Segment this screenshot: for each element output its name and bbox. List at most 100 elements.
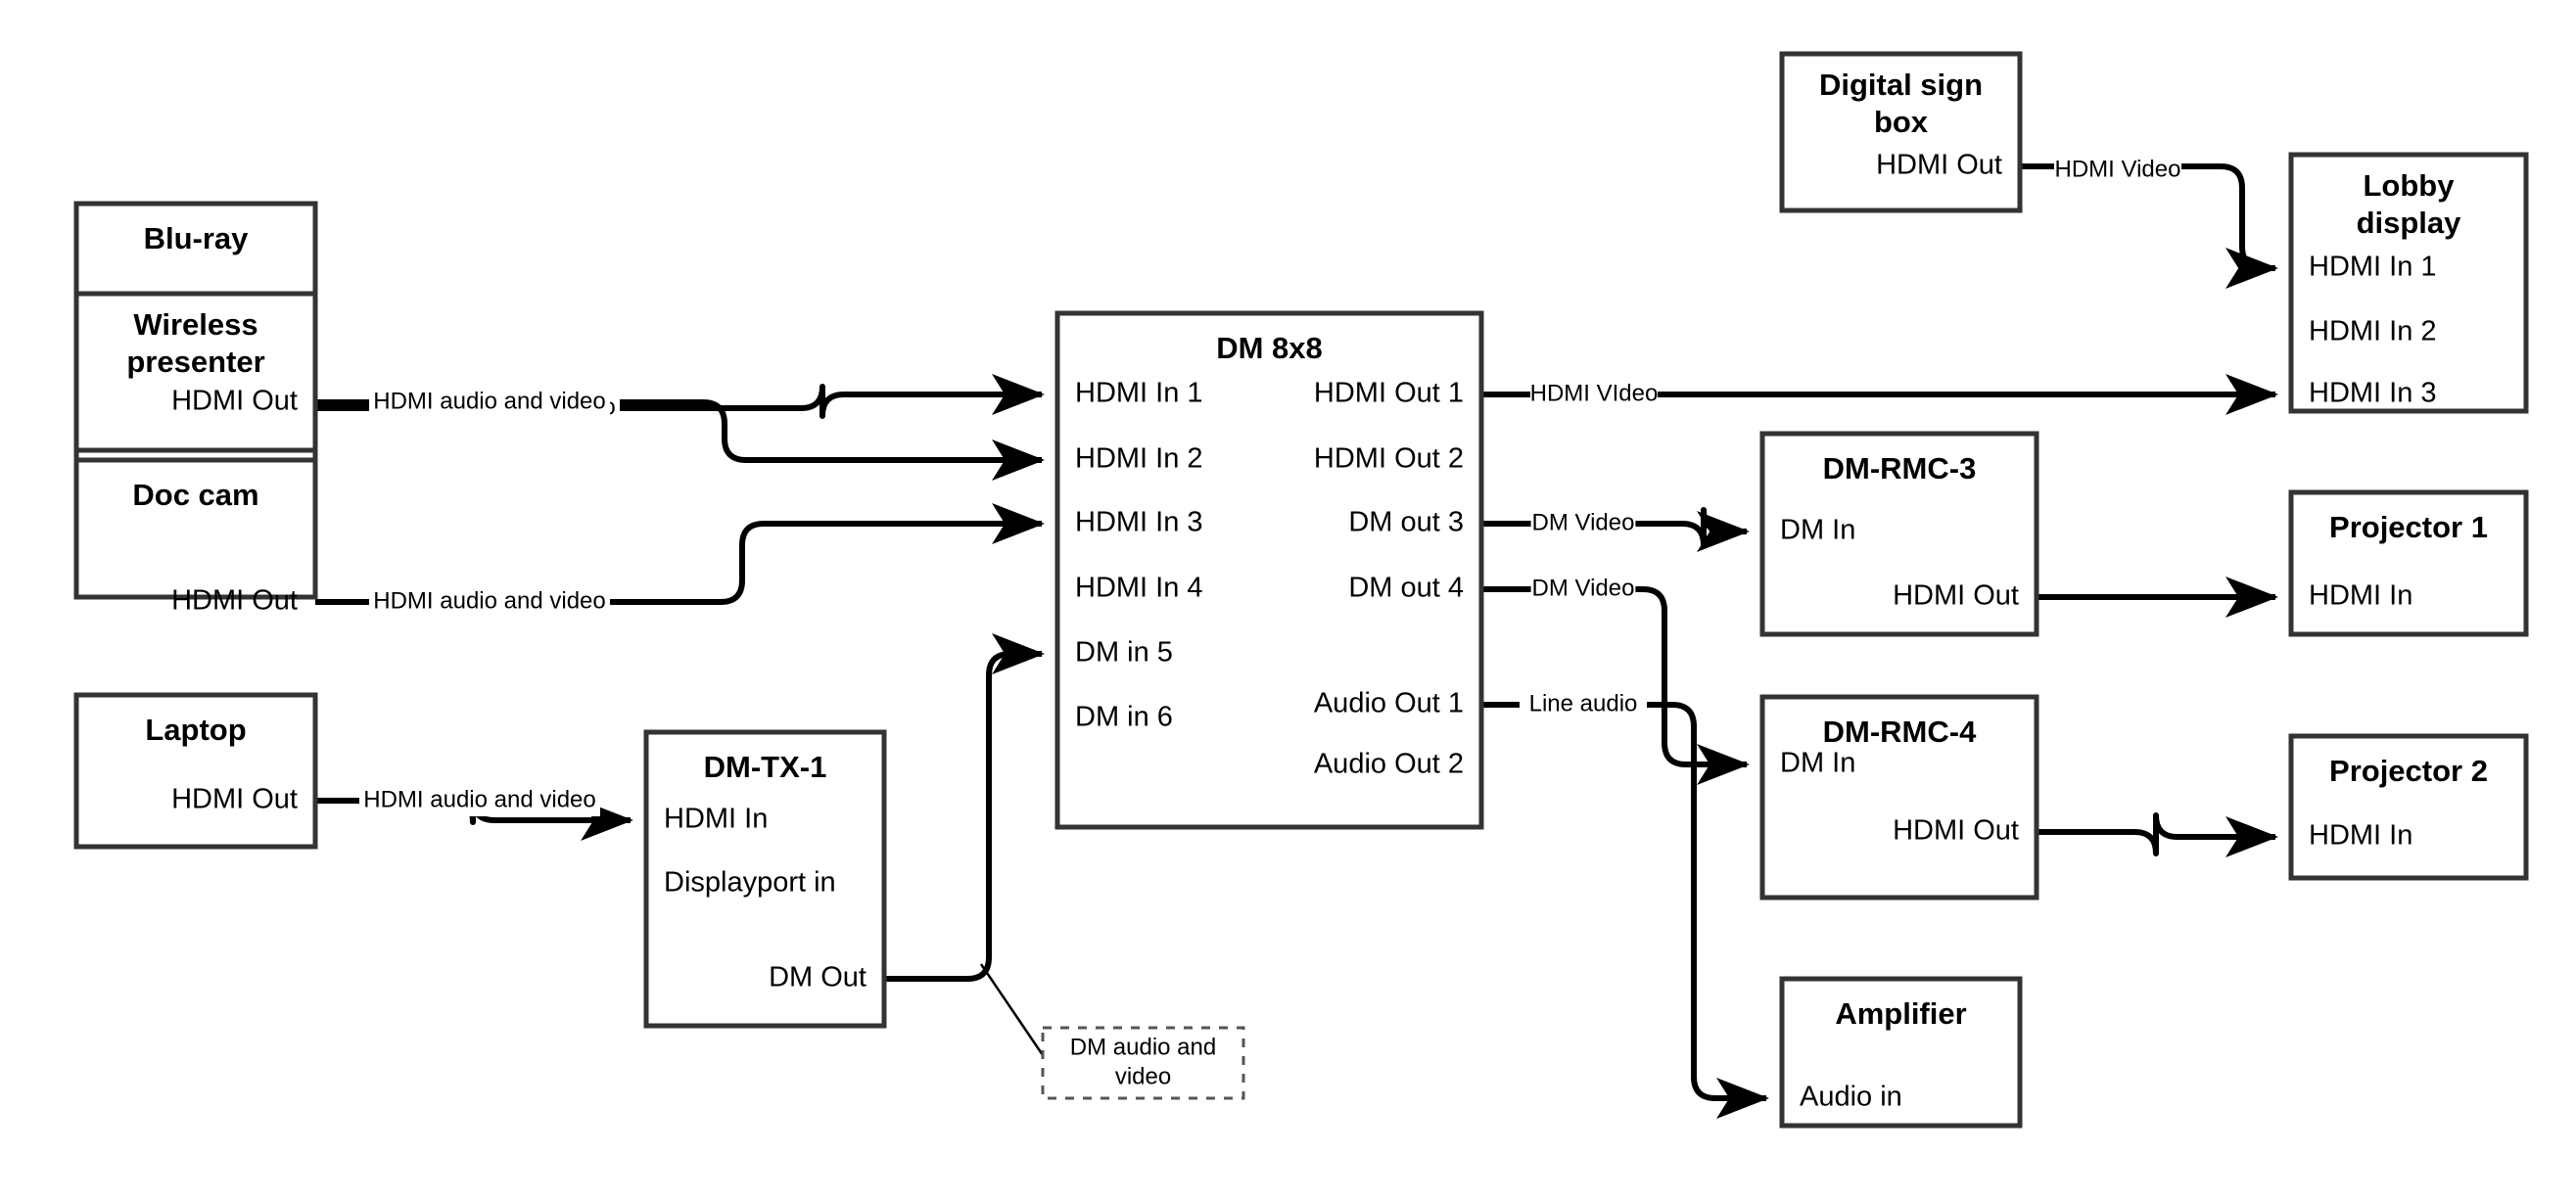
node-title-wireless-presenter: Wireless [133, 307, 258, 342]
node-dm-rmc-3[interactable]: DM-RMC-3 DM In HDMI Out [1759, 431, 2039, 637]
port-label-dm-8x8-dm-in-6: DM in 6 [1075, 702, 1173, 733]
node-box-dm-8x8[interactable] [1054, 310, 1484, 830]
port-label-dm-8x8-hdmi-out-2: HDMI Out 2 [1314, 443, 1464, 475]
edge-dm-8x8-to-dm-rmc-4 [1481, 586, 1750, 785]
edge-dm-rmc-4-to-projector-2 [2037, 812, 2278, 857]
port-label-dm-tx-1-hdmi-in: HDMI In [664, 804, 768, 835]
node-box-doc-cam[interactable] [73, 457, 318, 600]
port-label-wireless-presenter-hdmi-out: HDMI Out [171, 386, 298, 417]
edge-label-text-laptop-to-dm-tx-1: HDMI audio and video [363, 786, 595, 812]
node-projector-1[interactable]: Projector 1 HDMI In [2288, 489, 2529, 637]
edge-label-text-dm-8x8-to-dm-rmc-4: DM Video [1532, 575, 1635, 601]
edge-label-text-digital-sign-box-to-lobby-display: HDMI Video [2055, 156, 2181, 182]
node-title-doc-cam: Doc cam [132, 478, 258, 512]
edge-label-backdrop [1530, 379, 1658, 410]
callout-text-dm-audio-and-video-callout: video [1115, 1063, 1171, 1089]
node-title-projector-1: Projector 1 [2329, 510, 2488, 544]
edge-label-text-doc-cam-to-dm-8x8: HDMI audio and video [373, 587, 605, 614]
edge-label-text-dm-8x8-to-dm-rmc-3: DM Video [1532, 509, 1635, 535]
port-label-dm-8x8-hdmi-in-4: HDMI In 4 [1075, 573, 1203, 604]
edge-label-laptop-to-dm-tx-1: HDMI audio and video [359, 785, 600, 816]
callout-leader-line [979, 963, 1045, 1056]
port-label-projector-2-hdmi-in: HDMI In [2309, 820, 2412, 852]
node-title-dm-tx-1: DM-TX-1 [704, 750, 827, 784]
edge-label-backdrop [1530, 574, 1636, 605]
port-label-laptop-hdmi-out: HDMI Out [171, 784, 298, 815]
edge-label-backdrop [2054, 155, 2181, 186]
edge-dm-8x8-to-dm-rmc-3 [1481, 507, 1750, 552]
edge-dm-tx-1-to-dm-8x8 [884, 633, 1045, 982]
port-label-dm-8x8-hdmi-in-3: HDMI In 3 [1075, 507, 1203, 538]
node-title-wireless-presenter: presenter [126, 345, 264, 379]
edge-label-text-dm-8x8-to-lobby-display: HDMI VIdeo [1530, 380, 1659, 406]
node-title-amplifier: Amplifier [1835, 996, 1966, 1031]
port-label-projector-1-hdmi-in: HDMI In [2309, 580, 2412, 612]
node-title-blu-ray: Blu-ray [144, 221, 250, 255]
port-label-dm-8x8-dm-in-5: DM in 5 [1075, 637, 1173, 669]
node-box-projector-2[interactable] [2288, 733, 2529, 881]
port-label-dm-rmc-3-hdmi-out: HDMI Out [1893, 580, 2019, 612]
port-label-dm-rmc-3-dm-in: DM In [1780, 515, 1855, 546]
edge-label-backdrop [1520, 689, 1647, 720]
edge-label-wireless-presenter-to-dm-8x8: HDMI audio and video [369, 387, 610, 418]
node-box-dm-rmc-3[interactable] [1759, 431, 2039, 637]
edge-label-backdrop [1530, 508, 1636, 539]
node-box-lobby-display[interactable] [2288, 152, 2529, 414]
port-label-dm-rmc-4-hdmi-out: HDMI Out [1893, 815, 2019, 847]
node-box-laptop[interactable] [73, 692, 318, 850]
edge-label-backdrop [369, 387, 610, 418]
node-title-digital-sign-box: Digital sign [1819, 68, 1983, 102]
edge-label-digital-sign-box-to-lobby-display: HDMI Video [2054, 155, 2181, 186]
port-label-dm-8x8-hdmi-out-1: HDMI Out 1 [1314, 378, 1464, 409]
port-label-dm-rmc-4-dm-in: DM In [1780, 748, 1855, 779]
edge-label-dm-8x8-to-dm-rmc-4: DM Video [1530, 574, 1636, 605]
node-box-amplifier[interactable] [1779, 976, 2023, 1129]
port-label-lobby-display-hdmi-in-3: HDMI In 3 [2309, 378, 2437, 409]
edge-label-dm-8x8-to-dm-rmc-3: DM Video [1530, 508, 1636, 539]
port-label-digital-sign-box-hdmi-out: HDMI Out [1876, 150, 2002, 181]
port-label-dm-8x8-audio-out-2: Audio Out 2 [1314, 749, 1464, 780]
port-label-dm-tx-1-dm-out: DM Out [769, 962, 866, 993]
node-box-wireless-presenter[interactable] [73, 291, 318, 453]
edge-label-backdrop [359, 785, 600, 816]
port-label-amplifier-audio-in: Audio in [1800, 1082, 1902, 1113]
node-title-projector-2: Projector 2 [2329, 754, 2488, 788]
node-box-digital-sign-box[interactable] [1779, 51, 2023, 213]
node-title-digital-sign-box: box [1874, 105, 1929, 139]
port-label-doc-cam-hdmi-out: HDMI Out [171, 585, 298, 617]
edge-doc-cam-to-dm-8x8 [315, 503, 1045, 605]
nodes-layer: Blu-rayHDMI OutWirelesspresenterHDMI Out… [73, 51, 2529, 1129]
node-dm-rmc-4[interactable]: DM-RMC-4DM In HDMI Out [1759, 694, 2039, 901]
node-box-dm-rmc-4[interactable] [1759, 694, 2039, 901]
edge-label-text-dm-8x8-to-amplifier: Line audio [1529, 690, 1638, 716]
edge-dm-8x8-to-amplifier [1481, 702, 1769, 1119]
node-title-lobby-display: Lobby [2364, 168, 2456, 203]
node-title-dm-rmc-4: DM-RMC-4 [1823, 715, 1977, 749]
edge-label-doc-cam-to-dm-8x8: HDMI audio and video [369, 586, 610, 618]
port-label-dm-8x8-hdmi-in-1: HDMI In 1 [1075, 378, 1203, 409]
edge-blu-ray-to-dm-8x8 [315, 374, 1045, 419]
port-label-dm-8x8-dm-out-3: DM out 3 [1348, 507, 1464, 538]
port-label-dm-8x8-dm-out-4: DM out 4 [1348, 573, 1464, 604]
callout-box-dm-audio-and-video-callout [1041, 1026, 1245, 1100]
node-box-dm-tx-1[interactable] [643, 729, 887, 1029]
node-box-projector-1[interactable] [2288, 489, 2529, 637]
node-projector-2[interactable]: Projector 2 HDMI In [2288, 733, 2529, 881]
port-label-dm-tx-1-displayport-in: Displayport in [664, 867, 836, 899]
node-title-laptop: Laptop [145, 713, 246, 747]
port-label-lobby-display-hdmi-in-1: HDMI In 1 [2309, 252, 2437, 283]
node-title-dm-rmc-3: DM-RMC-3 [1823, 451, 1977, 485]
edge-wireless-presenter-to-dm-8x8 [315, 399, 1045, 481]
